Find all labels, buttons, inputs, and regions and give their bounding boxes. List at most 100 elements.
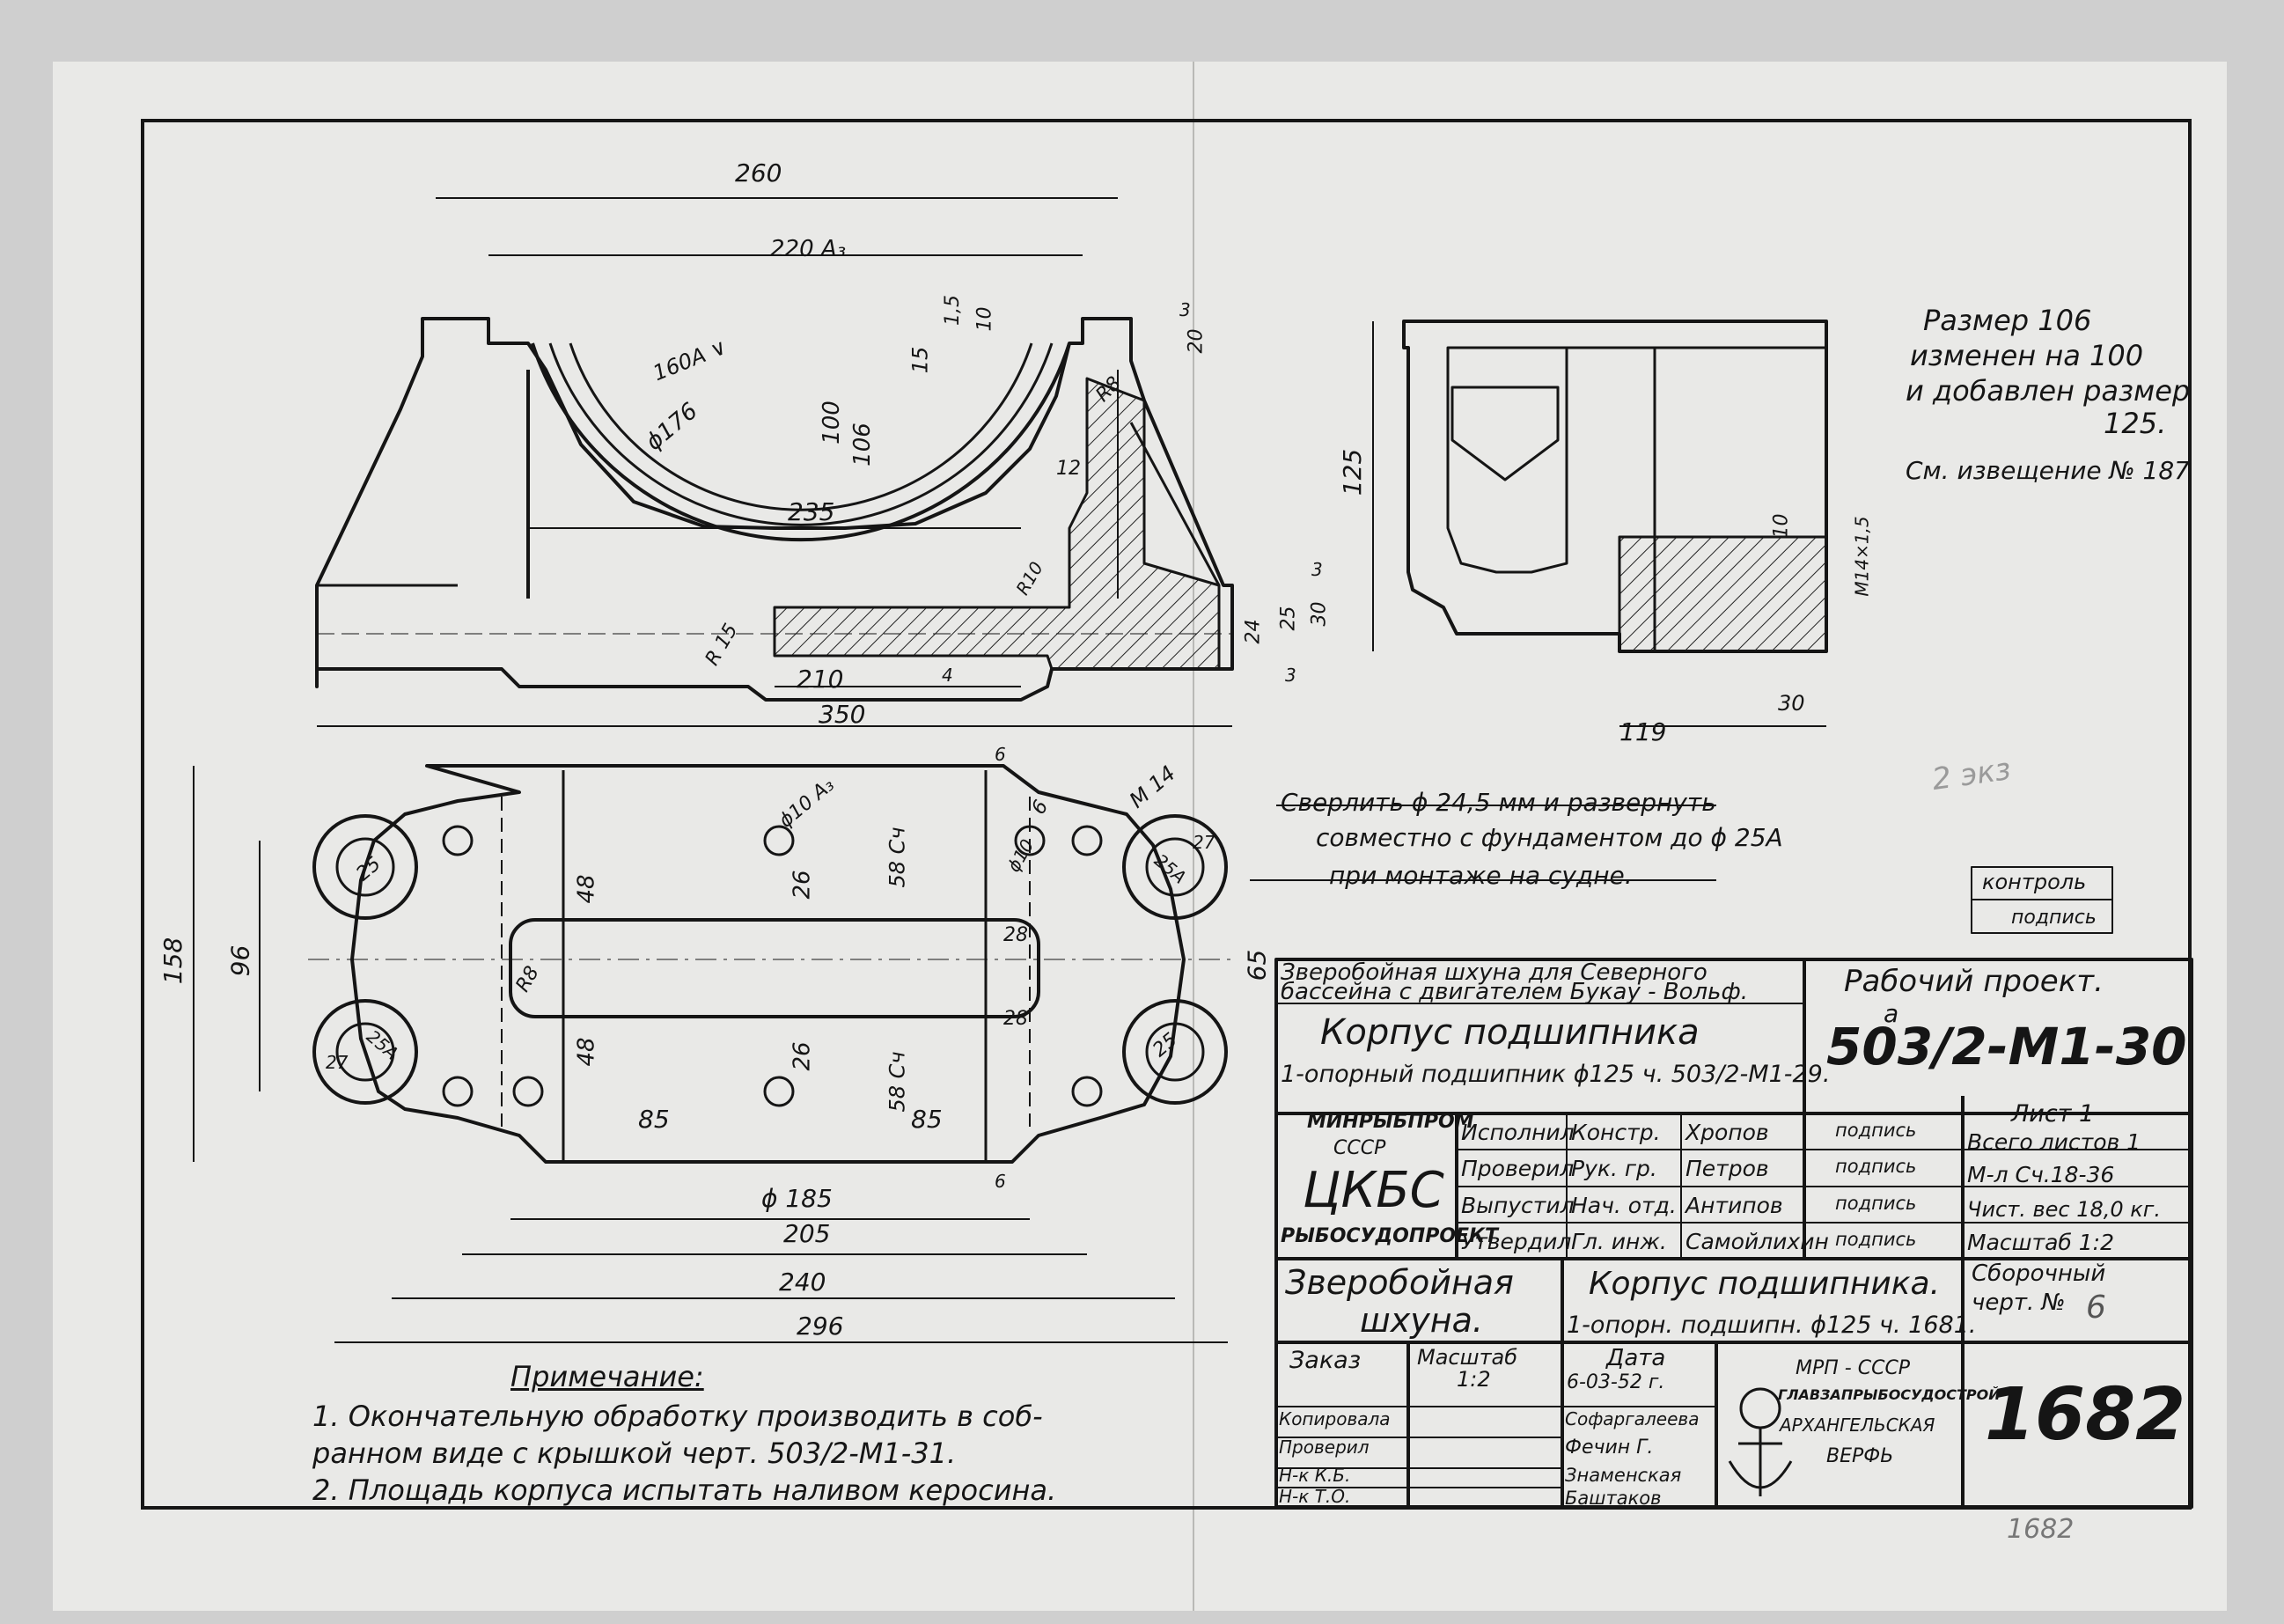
dim-1-5: 1,5 [942,295,964,326]
roughness-3b: 3 [1311,559,1323,580]
tb-org3: ЦКБС [1303,1162,1444,1219]
dim-235: 235 [788,497,835,526]
control-label: контроль [1982,870,2087,894]
dim-27b: 27 [326,1052,349,1073]
tb-name-4: Самойлихин [1685,1229,1829,1254]
dim-185: ϕ 185 [761,1184,833,1213]
plan-bolt-boss-br [1122,999,1228,1105]
plan-view-outline [350,764,1186,1164]
roughness-6b: 6 [995,1171,1006,1192]
dim-85b: 85 [911,1105,943,1134]
tb-copy-role-4: Н-к Т.О. [1279,1486,1351,1507]
roughness-3c: 3 [1285,665,1296,686]
drill-note-l3: при монтаже на судне. [1329,861,1633,890]
tb-sheet: Лист 1 [2011,1100,2095,1128]
revision-note-l2: изменен на 100 [1910,339,2144,372]
dim-4: 4 [942,665,953,686]
drill-note-l1: Сверлить ϕ 24,5 мм и развернуть [1281,788,1716,817]
dim-10b: 10 [1770,513,1793,539]
dim-27a: 27 [1193,832,1215,853]
tb-pos-2: Рук. гр. [1571,1156,1657,1181]
front-view-bore-inner [548,342,1054,526]
tb-order: Заказ [1289,1347,1362,1374]
tb-copy-role-1: Копировала [1279,1408,1391,1429]
roughness-6a: 6 [995,744,1006,765]
tb-org4: РЫБОСУДОПРОЕКТ [1281,1225,1499,1247]
notes-line2: ранном виде с крышкой черт. 503/2-М1-31. [312,1437,957,1470]
dim-106: 106 [848,423,876,467]
dim-15: 15 [907,346,933,374]
tb-copy-role-3: Н-к К.Б. [1279,1465,1351,1486]
tb-ministry1: МРП - СССР [1796,1357,1911,1379]
side-view-inner [1446,346,1568,574]
margin-pencil-no: 1682 [2007,1514,2075,1545]
tb-vessel2-l1: Зверобойная [1285,1263,1514,1302]
tb-assembly-l1: Сборочный [1972,1260,2106,1287]
dim-25: 25 [1277,606,1300,631]
front-view-outline [315,317,1234,702]
revision-note-l3: и добавлен размер [1906,374,2191,408]
dim-28a: 28 [1003,924,1028,946]
dim-96: 96 [225,944,255,977]
dim-48b: 48 [573,1037,600,1067]
tb-sheet-no: 1682 [1985,1373,2186,1457]
tb-vessel2-l2: шхуна. [1360,1301,1483,1340]
tb-copy-name-2: Фечин Г. [1565,1437,1654,1459]
plan-bolt-hole-bl [335,1022,395,1082]
tb-drawing-mark: а [1884,999,1899,1028]
front-view-bore-inner2 [569,342,1033,511]
tb-material: М-л Сч.18-36 [1967,1162,2115,1187]
dim-20: 20 [1185,328,1208,354]
tb-date-val: 6-03-52 г. [1567,1371,1665,1393]
tb-part2-name: Корпус подшипника. [1589,1266,1941,1302]
tb-role-4: Утвердил [1461,1229,1572,1254]
tb-role-3: Выпустил [1461,1193,1575,1218]
tb-ministry4: ВЕРФЬ [1826,1445,1894,1467]
notes-line1: 1. Окончательную обработку производить в… [312,1400,1043,1433]
dim-260: 260 [735,158,782,187]
plan-bolt-boss-bl [312,999,418,1105]
paper-fold-line [1193,62,1194,1611]
tb-part-sub: 1-опорный подшипник ϕ125 ч. 503/2-М1-29. [1281,1061,1831,1088]
dim-m14: M14×1,5 [1851,516,1873,597]
dim-12: 12 [1056,458,1081,480]
side-view-hatch [1618,535,1828,653]
dim-26b: 26 [789,1041,816,1071]
tb-scale-val: 1:2 [1457,1367,1491,1392]
dim-125: 125 [1338,448,1368,496]
dim-350: 350 [819,700,866,729]
tb-role-1: Исполнил [1461,1120,1575,1145]
roughness-3a: 3 [1179,299,1191,320]
notes-title: Примечание: [510,1360,704,1393]
tb-ministry3: АРХАНГЕЛЬСКАЯ [1780,1415,1935,1436]
dim-296: 296 [797,1312,844,1341]
plan-bolt-boss-tl [312,814,418,920]
tb-date-lbl: Дата [1606,1345,1666,1371]
tb-copy-name-3: Знаменская [1565,1465,1682,1486]
plan-view-center-rib [509,918,1040,1018]
drill-note-l2: совместно с фундаментом до ϕ 25А [1316,823,1783,852]
tb-vessel-desc2: бассейна с двигателем Букау - Вольф. [1281,979,1748,1005]
tb-drawing-no: 503/2-М1-30 [1826,1017,2187,1077]
dim-220: 220 A₃ [770,236,847,262]
tb-project-type: Рабочий проект. [1844,964,2104,999]
tb-assembly-l2: черт. № [1972,1290,2066,1316]
dim-48a: 48 [573,874,600,904]
tb-org2: СССР [1333,1137,1386,1159]
control-sign: подпись [2011,907,2097,929]
dim-158: 158 [158,937,188,985]
dim-85a: 85 [638,1105,670,1134]
drawing-sheet [53,62,2227,1611]
drawing-frame [141,119,2192,1510]
dim-65: 65 [1242,949,1272,981]
tb-part2-sub: 1-опорн. подшипн. ϕ125 ч. 1681. [1567,1312,1977,1339]
dim-24: 24 [1242,619,1265,644]
plan-bolt-hole-tr [1145,837,1205,897]
dim-30: 30 [1308,601,1331,627]
plan-bolt-hole-br [1145,1022,1205,1082]
tb-copy-name-4: Баштаков [1565,1488,1662,1509]
dim-10: 10 [973,306,996,332]
tb-scale-lbl: Масштаб [1417,1345,1518,1370]
tb-sign-3: подпись [1835,1193,1917,1214]
tb-name-1: Хропов [1685,1120,1769,1145]
